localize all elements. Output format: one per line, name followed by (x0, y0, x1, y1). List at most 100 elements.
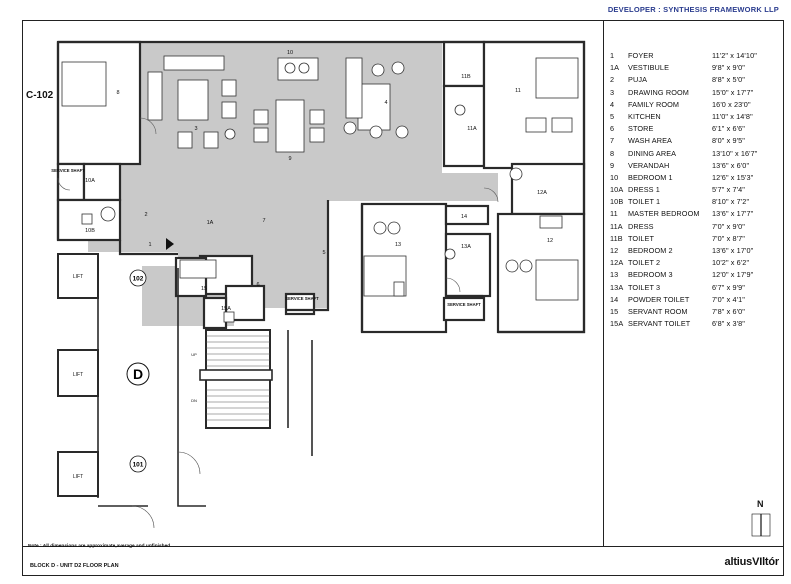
tag-2: 2 (144, 212, 147, 218)
tag-13: 13 (395, 242, 401, 248)
legend-number: 11B (610, 233, 623, 243)
tag-12: 12 (547, 238, 553, 244)
legend-number: 1A (610, 63, 620, 73)
legend-number: 7 (610, 136, 615, 146)
legend-room-size: 6'8" x 3'8" (712, 319, 746, 329)
legend-room-name: BEDROOM 3 (628, 270, 673, 280)
entry-arrow (166, 238, 174, 250)
legend-room-name: BEDROOM 2 (628, 246, 673, 255)
lift-label-1: LIFT (73, 274, 83, 280)
legend-room-size: 7'0" x 9'0" (712, 221, 746, 231)
service-shaft-labels: SERVICE SHAFT SERVICE SHAFT SERVICE SHAF… (51, 168, 481, 307)
legend-number: 15 (610, 306, 619, 316)
legend-room-name: PUJA (628, 75, 648, 85)
lift-shaft-3 (57, 451, 99, 497)
legend-number: 2 (610, 75, 615, 85)
tag-8: 9 (288, 156, 291, 162)
legend-room-size: 8'10" x 7'2" (712, 197, 750, 207)
legend-row: 1A VESTIBULE 9'8" x 9'0" (610, 62, 780, 74)
legend-room-size: 9'8" x 9'0" (712, 63, 746, 73)
legend-room-name: FOYER (628, 51, 654, 60)
legend-number: 1 (610, 51, 615, 60)
room-schedule: 1 FOYER 11'2" x 14'10" 1A VESTIBULE 9'8" x 9'… (610, 50, 780, 330)
north-label: N (757, 499, 764, 509)
legend-room-name: BEDROOM 1 (628, 172, 673, 182)
flat-markers: 102 D 101 (126, 269, 150, 473)
legend-room-name: POWDER TOILET (628, 294, 690, 304)
legend-room-size: 7'8" x 6'0" (712, 306, 746, 316)
legend-row: 13 BEDROOM 3 12'0" x 17'9" (610, 269, 780, 281)
legend-room-size: 12'0" x 17'9" (712, 270, 754, 280)
legend-room-size: 6'1" x 6'6" (712, 124, 746, 134)
lift-shaft-2 (57, 349, 99, 397)
legend-number: 6 (610, 124, 615, 134)
stair-down-label: DN (191, 398, 197, 403)
tag-12a: 12A (537, 190, 547, 196)
flat-101-label: 101 (133, 462, 144, 469)
legend-number: 11 (610, 209, 618, 219)
stair-treads (206, 335, 270, 421)
tag-3: 3 (194, 126, 197, 132)
block-marker (126, 362, 150, 386)
lift-labels: LIFT LIFT LIFT (73, 274, 83, 480)
legend-number: 11A (610, 221, 623, 231)
flat-102-marker (129, 269, 147, 287)
unit-code: C-102 (26, 90, 54, 101)
legend-room-size: 12'6" x 15'3" (712, 172, 754, 182)
stair-labels: UP DN (191, 352, 197, 403)
legend-room-size: 13'6" x 17'7" (712, 209, 754, 219)
furniture (61, 55, 579, 323)
legend-room-name: VESTIBULE (628, 63, 670, 73)
round-furniture (100, 61, 533, 273)
legend-number: 10B (610, 197, 624, 207)
footer-divider (22, 546, 784, 547)
legend-number: 12 (610, 246, 619, 255)
legend-room-name: TOILET (628, 233, 655, 243)
service-shaft-1: SERVICE SHAFT (51, 168, 85, 173)
legend-room-size: 6'7" x 9'9" (712, 282, 746, 292)
lobby-walls (97, 254, 313, 507)
block-label: D (133, 366, 143, 382)
outer-walls (56, 40, 586, 334)
legend-room-size: 10'2" x 6'2" (712, 258, 750, 268)
legend-number: 5 (610, 111, 615, 121)
legend-number: 14 (610, 294, 619, 304)
tag-10a: 10A (85, 178, 95, 184)
legend-room-name: KITCHEN (628, 111, 661, 121)
tag-15: 15 (201, 286, 207, 292)
tag-11b: 11B (461, 74, 471, 80)
legend-room-size: 13'6" x 6'0" (712, 160, 750, 170)
legend-room-size: 7'0" x 8'7" (712, 233, 746, 243)
legend-room-size: 8'0" x 9'5" (712, 136, 746, 146)
service-shaft-2: SERVICE SHAFT (285, 296, 319, 301)
tag-9: 10 (287, 50, 293, 56)
room-tags: 8 10A 10B 2 1 1A 3 10 9 4 7 5 6 15 15A 1… (85, 50, 553, 312)
legend-room-name: TOILET 1 (628, 197, 661, 207)
legend-number: 15A (610, 319, 624, 329)
legend-room-name: DINING AREA (628, 148, 677, 158)
door-swings (57, 117, 499, 529)
legend-number: 13 (610, 270, 619, 280)
legend-row: 10B TOILET 1 8'10" x 7'2" (610, 196, 780, 208)
lift-shaft-1 (57, 253, 99, 299)
legend-room-name: DRAWING ROOM (628, 87, 689, 97)
legend-number: 10A (610, 185, 624, 195)
legend-divider (603, 20, 604, 546)
legend-room-size: 13'10" x 16'7" (712, 148, 758, 158)
legend-number: 12A (610, 258, 624, 268)
north-arrow-icon (751, 513, 771, 537)
legend-room-size: 11'2" x 14'10" (712, 51, 757, 60)
tag-4: 4 (384, 100, 387, 106)
